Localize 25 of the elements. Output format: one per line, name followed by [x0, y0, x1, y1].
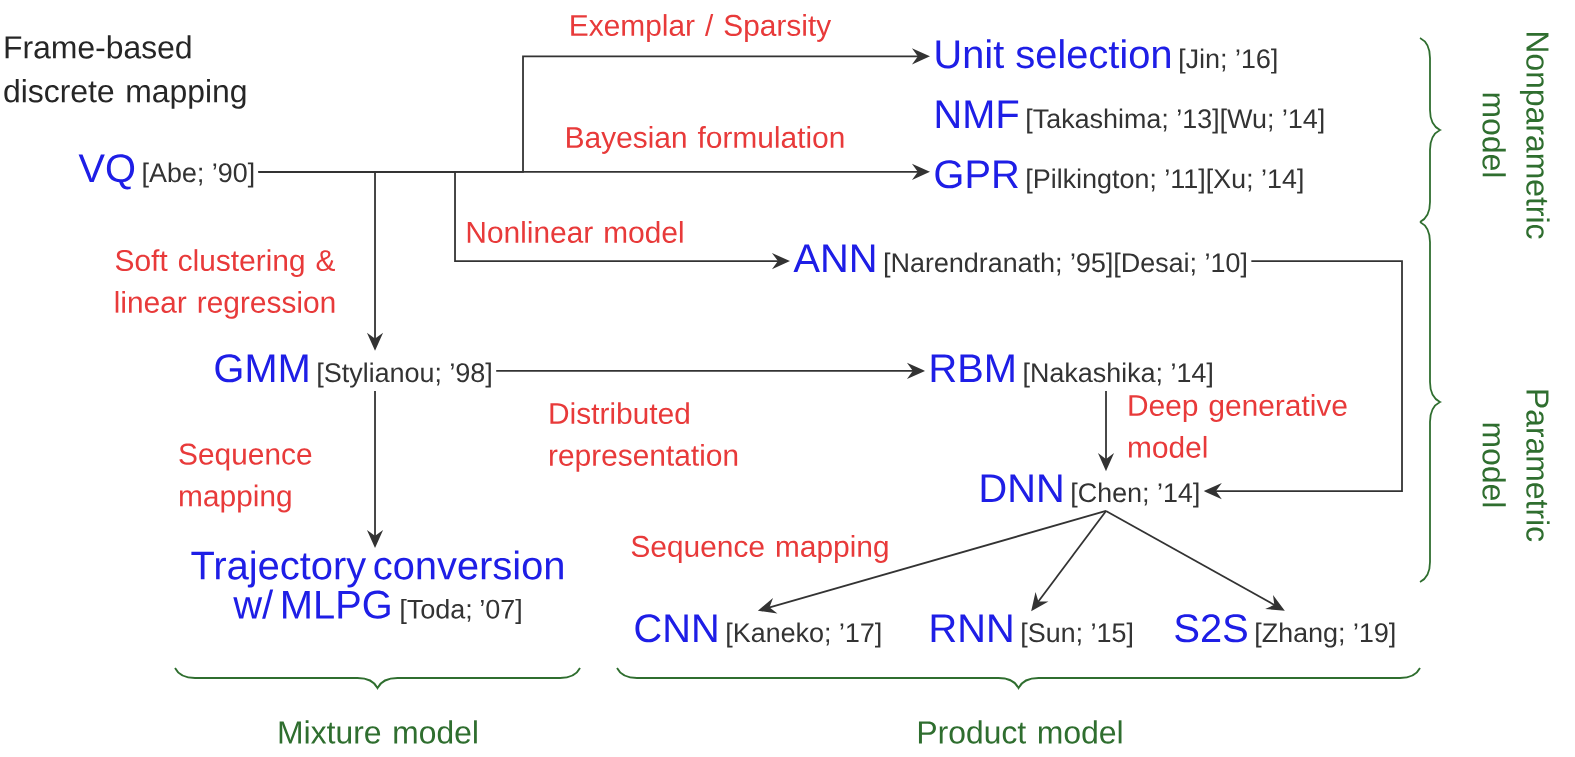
method-label: ANN [Narendranath; ’95][Desai; ’10]	[793, 244, 1246, 278]
edge-label: Deep generative model	[1128, 394, 1347, 458]
method-label: S2S [Zhang; ’19]	[1175, 614, 1395, 648]
method-label: Trajectory conversion w/ MLPG [Toda; ’07]	[191, 550, 563, 624]
method-label: GPR [Pilkington; ’11][Xu; ’14]	[935, 160, 1303, 194]
edge-label: Nonlinear model	[467, 221, 683, 243]
method-label: RNN [Sun; ’15]	[931, 614, 1132, 648]
method-label: RBM [Nakashika; ’14]	[931, 354, 1212, 388]
brace-label: Product model	[918, 720, 1122, 744]
heading-text: Frame-based discrete mapping	[4, 35, 246, 109]
brace-label: Parametric model	[1482, 390, 1550, 542]
edge-label: Sequence mapping	[179, 443, 312, 513]
edge-label: Exemplar / Sparsity	[571, 14, 832, 42]
edge-label: Soft clustering & linear regression	[115, 249, 335, 319]
edge-label: Distributed representation	[550, 402, 738, 472]
method-label: CNN [Kaneko; ’17]	[635, 614, 881, 648]
method-label: GMM [Stylianou; ’98]	[215, 354, 491, 388]
edge-label: Bayesian formulation	[567, 126, 844, 154]
method-label: VQ [Abe; ’90]	[78, 154, 254, 190]
edge-label: Sequence mapping	[631, 535, 888, 563]
method-label: Unit selection [Jin; ’16]	[936, 39, 1277, 74]
method-label: DNN [Chen; ’14]	[981, 474, 1199, 508]
brace-label: Mixture model	[279, 720, 477, 744]
method-label: NMF [Takashima; ’13][Wu; ’14]	[936, 100, 1324, 134]
brace-label: Nonparametric model	[1482, 33, 1550, 239]
